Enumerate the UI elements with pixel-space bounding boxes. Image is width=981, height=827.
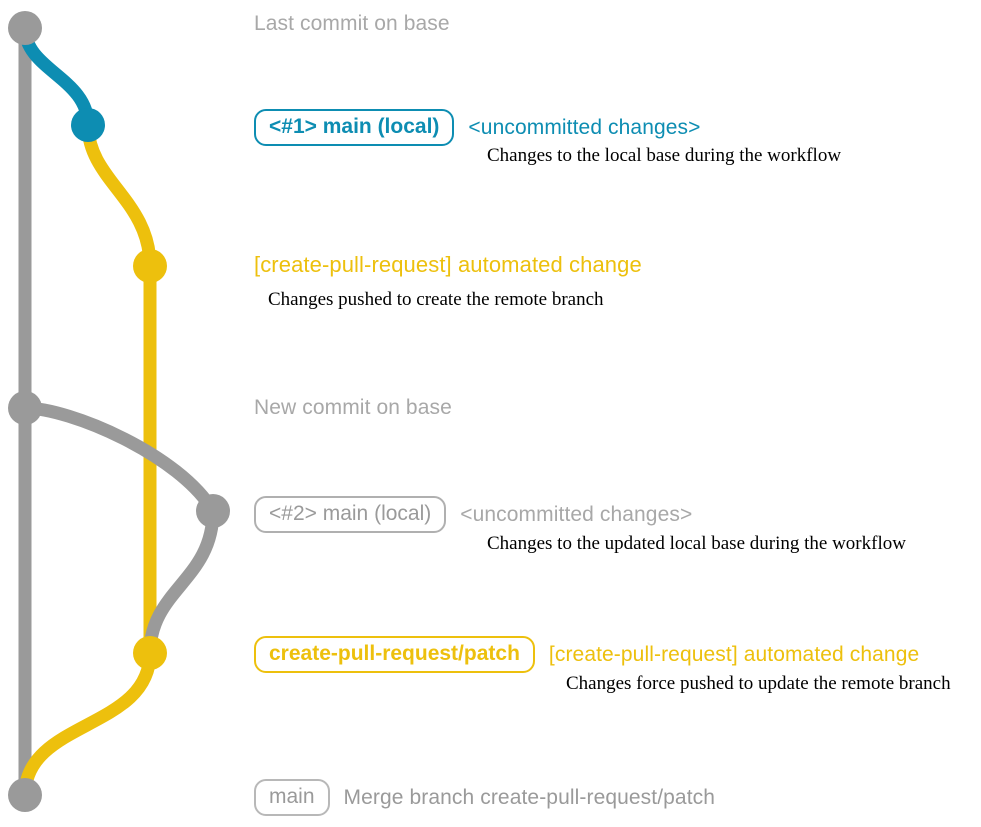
branch-tag-main-local-1[interactable]: <#1> main (local) [254,109,455,147]
row-merge-commit: main Merge branch create-pull-request/pa… [254,779,716,817]
branch-tag-create-pull-request-patch[interactable]: create-pull-request/patch [254,636,535,674]
branch-tag-main[interactable]: main [254,779,330,817]
commit-description-automated-2: Changes force pushed to update the remot… [566,673,951,694]
git-graph [8,11,230,812]
commit-description-local-1: Changes to the local base during the wor… [487,145,842,166]
headline-new-commit-on-base: New commit on base [254,396,452,419]
commit-node-patch-2[interactable] [133,636,167,670]
row-local-change-1: <#1> main (local) <uncommitted changes> [254,109,701,147]
commit-description-local-2: Changes to the updated local base during… [487,533,906,554]
row-automated-change-2: create-pull-request/patch [create-pull-r… [254,636,920,674]
updated-local-merge-line [143,504,220,660]
commit-message-merge: Merge branch create-pull-request/patch [343,785,716,809]
branch-tag-main-local-2[interactable]: <#2> main (local) [254,496,447,534]
row-last-commit-on-base: Last commit on base [254,12,450,36]
commit-node-local-1[interactable] [71,108,105,142]
row-new-commit-on-base: New commit on base [254,396,452,420]
headline-last-commit-on-base: Last commit on base [254,12,450,35]
commit-node-merge[interactable] [8,778,42,812]
patch-merge-line [18,646,157,802]
row-automated-change-1: [create-pull-request] automated change [254,252,642,278]
commit-message-local-1: <uncommitted changes> [468,115,701,139]
commit-node-base-2[interactable] [8,391,42,425]
commit-node-base-1[interactable] [8,11,42,45]
headline-automated-change-1: [create-pull-request] automated change [254,252,642,277]
updated-local-branch-line [18,401,220,518]
commit-node-local-2[interactable] [196,494,230,528]
commit-description-automated-1: Changes pushed to create the remote bran… [268,289,604,310]
row-local-change-2: <#2> main (local) <uncommitted changes> [254,496,693,534]
commit-message-automated-2: [create-pull-request] automated change [548,642,920,666]
patch-branch-line-1 [81,118,157,273]
commit-message-local-2: <uncommitted changes> [460,502,693,526]
commit-node-patch-1[interactable] [133,249,167,283]
